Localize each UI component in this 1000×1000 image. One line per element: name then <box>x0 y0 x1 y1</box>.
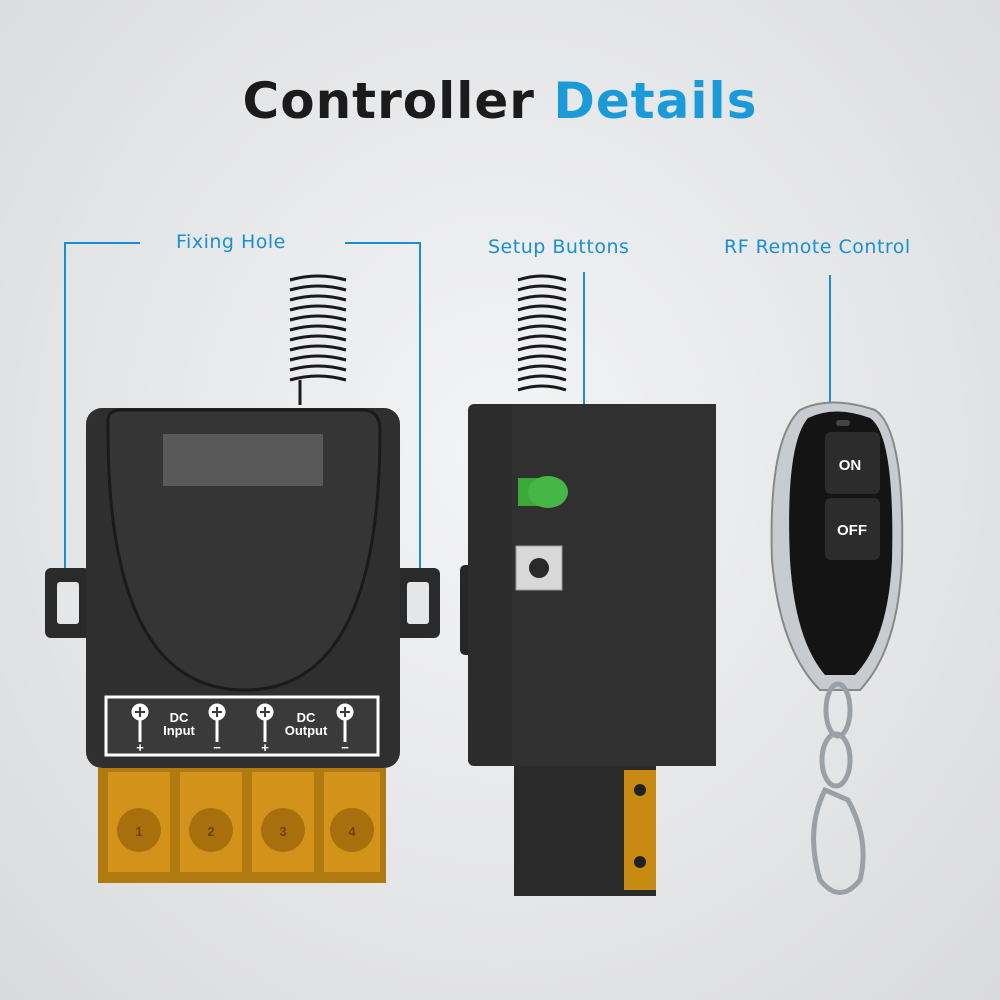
dc-input-label-2: Input <box>163 723 195 738</box>
title-word-details: Details <box>553 72 758 130</box>
terminal-number-3: 3 <box>279 824 286 839</box>
dc-output-label-1: DC <box>297 710 316 725</box>
antenna-coil-side <box>517 274 567 392</box>
terminal-number-4: 4 <box>348 824 356 839</box>
rf-remote-label: RF Remote Control <box>724 236 911 258</box>
remote-led <box>836 420 850 426</box>
antenna-coil <box>289 274 347 405</box>
receiver-side <box>460 274 716 896</box>
setup-buttons-label: Setup Buttons <box>488 236 630 258</box>
terminal-block: 1 2 3 4 <box>98 768 386 883</box>
terminal-number-2: 2 <box>207 824 214 839</box>
label-window <box>163 434 323 486</box>
terminal-symbol <box>336 703 354 742</box>
dc-input-label-1: DC <box>170 710 189 725</box>
on-button[interactable] <box>825 432 880 494</box>
fixing-hole-line-right <box>345 242 421 570</box>
receiver-front: + − + − DC Input DC Output 1 2 3 4 <box>45 274 440 883</box>
off-button-label: OFF <box>837 522 867 539</box>
dc-output-label-2: Output <box>285 723 328 738</box>
fixing-hole-line-left <box>64 242 140 570</box>
polarity-2: − <box>213 740 221 755</box>
polarity-3: + <box>261 740 269 755</box>
terminal-symbol <box>131 703 149 742</box>
fixing-hole-label: Fixing Hole <box>176 231 286 253</box>
keychain-clip <box>811 681 866 895</box>
rf-remote-control: ON OFF <box>770 401 904 895</box>
terminal-symbol <box>256 703 274 742</box>
terminal-number-1: 1 <box>135 824 142 839</box>
terminal-label-panel <box>104 695 380 757</box>
page-title: Controller Details <box>0 72 1000 130</box>
title-word-controller: Controller <box>242 72 535 130</box>
on-button-label: ON <box>839 457 862 474</box>
off-button[interactable] <box>825 498 880 560</box>
polarity-1: + <box>136 740 144 755</box>
terminal-symbol <box>208 703 226 742</box>
polarity-4: − <box>341 740 349 755</box>
